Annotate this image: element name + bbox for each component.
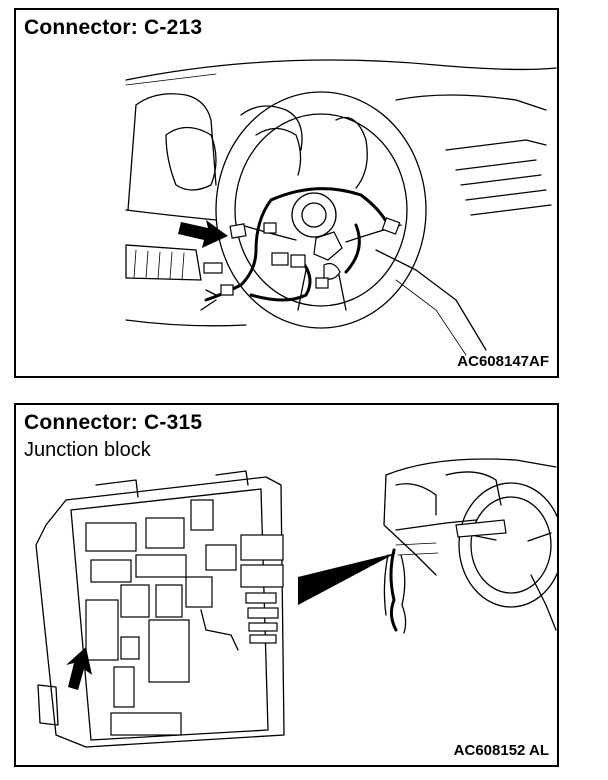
connector-title: Connector: C-213 [24, 16, 203, 39]
junction-block-illustration [35, 458, 557, 748]
pointer-wedge-icon [298, 553, 396, 605]
figure-code: AC608147AF [457, 353, 549, 370]
connector-subtitle: Junction block [24, 439, 151, 461]
arrow-icon [66, 647, 92, 690]
arrow-icon [178, 220, 228, 248]
figure-panel-c315: Connector: C-315 Junction block [14, 403, 559, 767]
connector-title: Connector: C-315 [24, 411, 203, 434]
figure-code: AC608152 AL [453, 742, 549, 759]
steering-wheel-illustration [125, 59, 557, 356]
figure-panel-c213: Connector: C-213 [14, 8, 559, 378]
